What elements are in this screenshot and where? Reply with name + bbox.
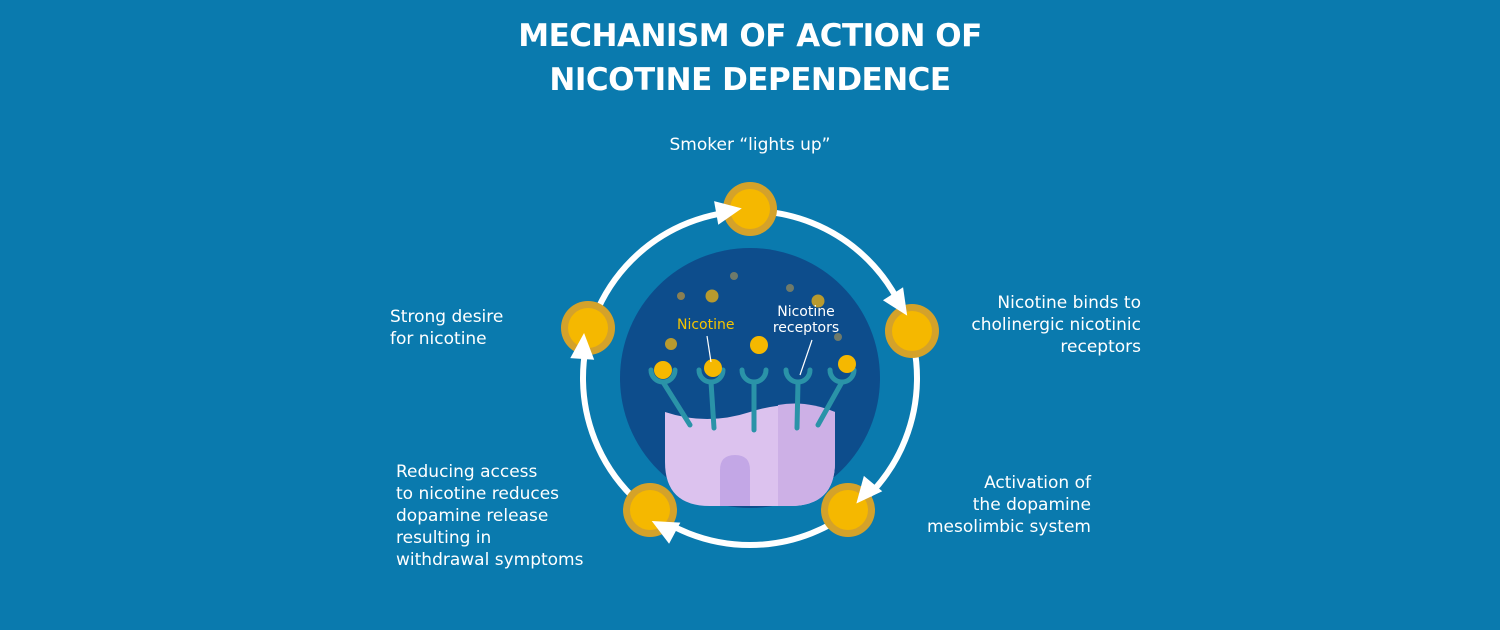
nicotine-molecule [705, 289, 719, 303]
step-label-line: dopamine release [396, 506, 549, 526]
receptor-label-line-1: Nicotine [777, 304, 835, 320]
nicotine-molecule [834, 333, 842, 341]
nicotine-molecule [654, 361, 672, 379]
arrow-icon [856, 475, 883, 504]
arrow-icon [714, 201, 742, 225]
nicotine-molecule [677, 292, 685, 300]
step-label-strong-desire: Strong desire for nicotine [390, 306, 590, 350]
step-node-top [723, 182, 777, 236]
step-label-line: Strong desire [390, 307, 504, 327]
cell-membrane [665, 403, 835, 506]
step-label-line: for nicotine [390, 329, 487, 349]
step-label-line: Nicotine binds to [997, 293, 1141, 313]
receptors [648, 367, 857, 433]
nicotine-molecule [750, 336, 768, 354]
step-label-line: withdrawal symptoms [396, 550, 584, 570]
step-label-withdrawal: Reducing access to nicotine reduces dopa… [396, 461, 636, 571]
arrow-icon [570, 333, 595, 360]
step-node-right [885, 304, 939, 358]
title-line-2: NICOTINE DEPENDENCE [549, 62, 951, 98]
step-label-line: to nicotine reduces [396, 484, 560, 504]
step-label-line: the dopamine [972, 495, 1091, 515]
step-label-line: cholinergic nicotinic [971, 315, 1141, 335]
nicotine-label: Nicotine [677, 317, 735, 333]
nicotine-molecules [654, 272, 856, 379]
page-title: MECHANISM OF ACTION OF NICOTINE DEPENDEN… [0, 14, 1500, 102]
step-node-left [561, 301, 615, 355]
nicotine-molecule [811, 294, 825, 308]
arrow-icon [651, 520, 681, 544]
step-label-line: receptors [1060, 337, 1141, 357]
receptor-2 [696, 367, 726, 431]
nicotine-molecule [665, 338, 677, 350]
step-label-line: Activation of [984, 473, 1091, 493]
receptor-1 [648, 367, 693, 428]
receptor-5 [815, 367, 857, 428]
receptor-4 [783, 367, 813, 431]
nicotine-pointer [706, 335, 712, 363]
receptor-3 [739, 367, 769, 433]
step-label-line: Smoker “lights up” [669, 135, 831, 155]
step-label-line: mesolimbic system [926, 517, 1091, 537]
nicotine-molecule [730, 272, 738, 280]
step-label-smoker-lights-up: Smoker “lights up” [600, 134, 900, 156]
step-label-dopamine-activation: Activation of the dopamine mesolimbic sy… [880, 472, 1091, 538]
arrow-icon [882, 287, 908, 316]
receptor-label-line-2: receptors [773, 320, 839, 336]
title-line-1: MECHANISM OF ACTION OF [518, 18, 982, 54]
step-label-line: Reducing access [396, 462, 538, 482]
receptor-pointer [799, 339, 813, 376]
nicotine-molecule [704, 359, 722, 377]
step-label-line: resulting in [396, 528, 492, 548]
nicotine-molecule [786, 284, 794, 292]
nicotine-molecule [838, 355, 856, 373]
step-label-nicotine-binds: Nicotine binds to cholinergic nicotinic … [900, 292, 1141, 358]
